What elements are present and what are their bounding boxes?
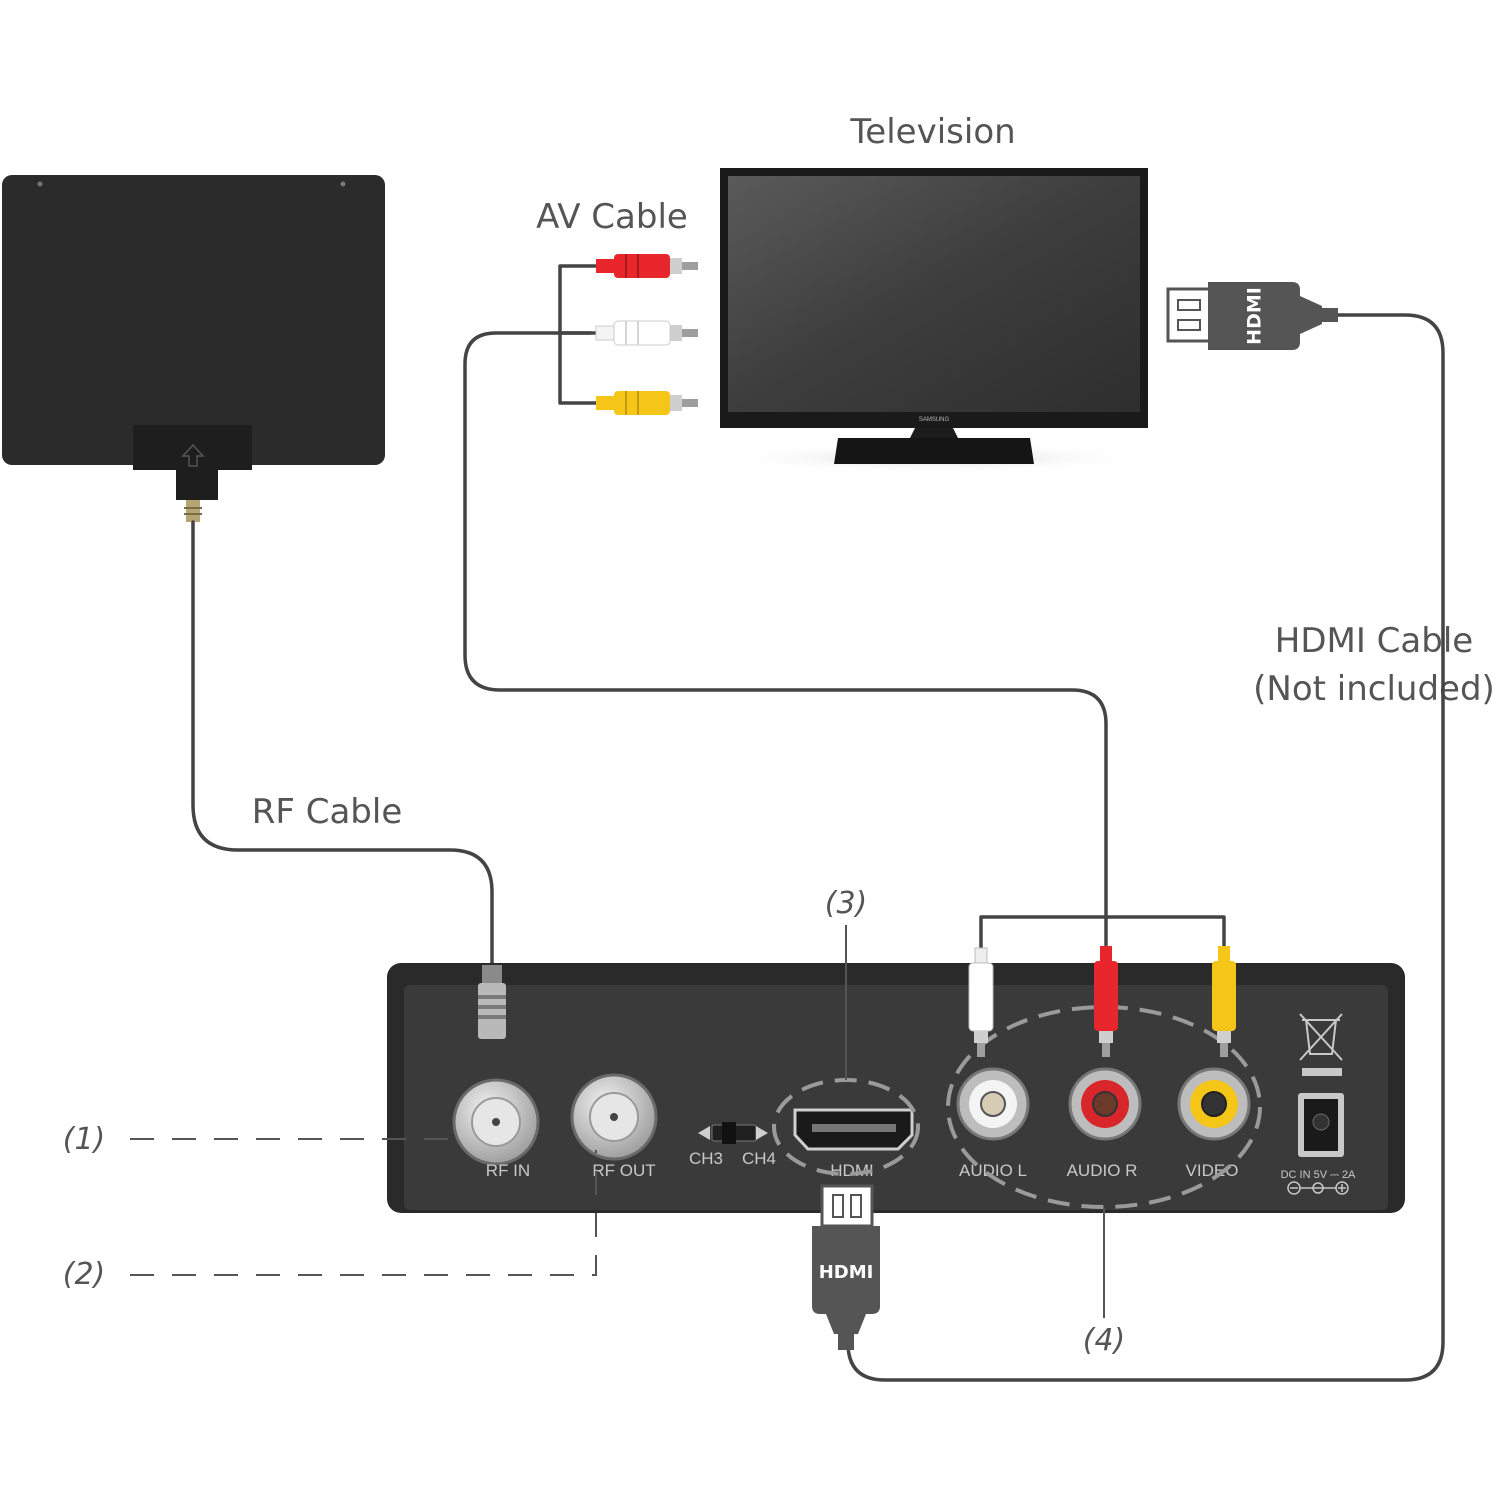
ch4-label: CH4 [742, 1149, 776, 1168]
hdmi-logo-receiver-side: HDMI [819, 1262, 874, 1283]
av-cable [463, 331, 1108, 947]
hdmi-port[interactable] [793, 1108, 914, 1151]
rf-cable-label: RF Cable [252, 792, 403, 832]
hdmi-logo-tv-side: HDMI [1244, 287, 1266, 345]
weee-bin-icon [1299, 1013, 1343, 1076]
hdmi-cable [846, 313, 1445, 1382]
hdmi-plug-receiver-side: HDMI [812, 1184, 880, 1350]
tv-brand-text: SAMSUNG [919, 417, 950, 423]
rf-coax-connector [478, 965, 506, 1039]
red-rca-plug-receiver [1094, 946, 1118, 1057]
rf-in-port[interactable] [452, 1078, 540, 1166]
ch3-label: CH3 [689, 1149, 723, 1168]
av-cable-splitter-tv [558, 264, 600, 405]
audio-r-port[interactable] [1068, 1067, 1142, 1141]
receiver-box: RF IN RF OUT CH3 CH4 HDMI A [387, 963, 1405, 1213]
antenna [2, 175, 385, 522]
dc-polarity-icon [1287, 1181, 1349, 1195]
callout-2: (2) [63, 1257, 106, 1292]
av-plugs-receiver-side [968, 946, 1236, 1057]
hdmi-cable-label: HDMI Cable [1275, 621, 1473, 661]
rf-cable [191, 520, 494, 967]
callout-2-leader [130, 1150, 597, 1276]
callout-3: (3) [825, 886, 868, 921]
white-rca-plug [595, 320, 698, 346]
rf-out-label: RF OUT [592, 1161, 655, 1180]
audio-r-label: AUDIO R [1067, 1161, 1138, 1180]
television: SAMSUNG [715, 168, 1155, 474]
white-rca-plug-receiver [968, 947, 994, 1057]
av-plugs-tv-side [595, 254, 698, 415]
rf-in-label: RF IN [486, 1161, 530, 1180]
hdmi-port-label: HDMI [830, 1161, 873, 1180]
audio-l-port[interactable] [956, 1067, 1030, 1141]
rf-out-port[interactable] [570, 1073, 658, 1161]
dc-in-label: DC IN 5V ⎓ 2A [1281, 1169, 1356, 1181]
hdmi-plug-tv-side: HDMI [1166, 282, 1338, 350]
yellow-rca-plug-receiver [1212, 946, 1236, 1057]
hdmi-not-included-label: (Not included) [1253, 669, 1495, 709]
video-label: VIDEO [1186, 1161, 1239, 1180]
video-port[interactable] [1177, 1067, 1251, 1141]
av-ports-highlight-ring [946, 1005, 1262, 1209]
television-label: Television [849, 112, 1015, 152]
red-rca-plug [596, 254, 698, 278]
av-cable-splitter-receiver [979, 915, 1226, 952]
yellow-rca-plug [596, 391, 698, 415]
callout-1: (1) [63, 1122, 106, 1157]
av-cable-label: AV Cable [536, 197, 688, 237]
dc-in-port[interactable] [1298, 1093, 1344, 1157]
callout-4: (4) [1083, 1323, 1126, 1358]
channel-switch[interactable] [698, 1122, 768, 1144]
